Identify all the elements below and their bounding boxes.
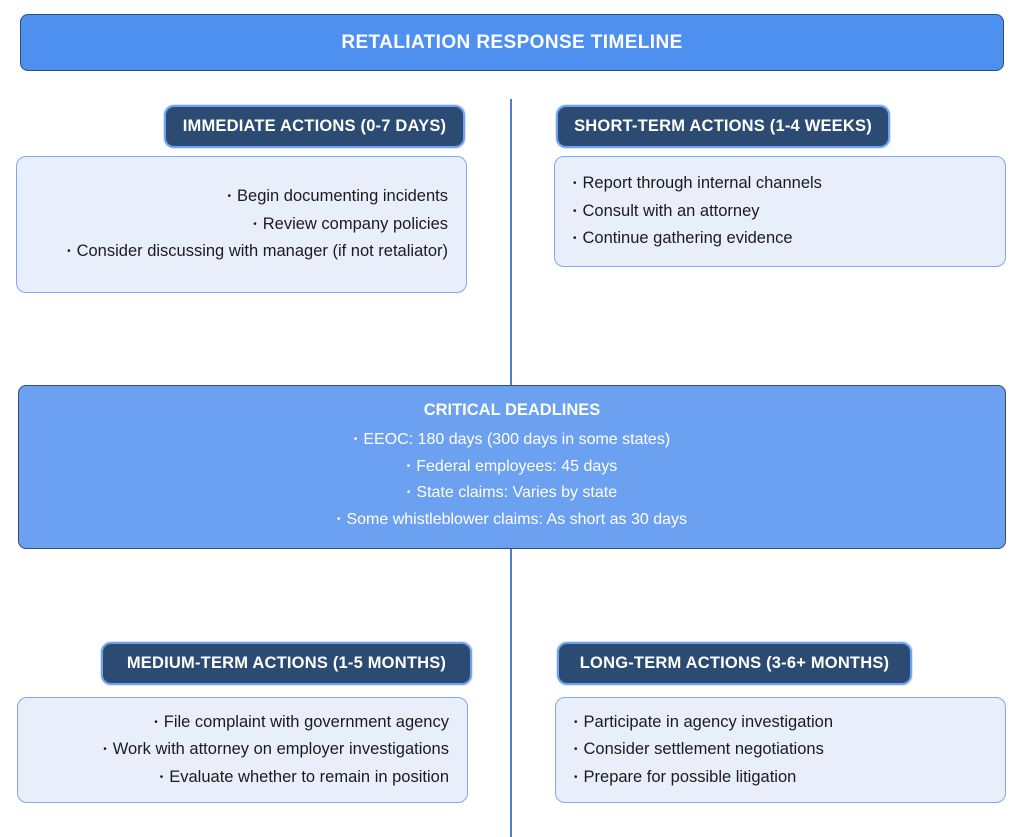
long-term-actions-header: LONG-TERM ACTIONS (3-6+ MONTHS)	[557, 642, 912, 685]
bullet-item: EEOC: 180 days (300 days in some states)	[354, 427, 670, 454]
bullet-item: State claims: Varies by state	[407, 480, 617, 507]
bullet-item: Some whistleblower claims: As short as 3…	[337, 507, 687, 534]
bullet-item: File complaint with government agency	[36, 709, 449, 737]
bullet-item: Consider settlement negotiations	[574, 736, 987, 764]
critical-deadlines-title: CRITICAL DEADLINES	[423, 401, 601, 419]
medium-term-actions-header: MEDIUM-TERM ACTIONS (1-5 MONTHS)	[101, 642, 472, 685]
bullet-item: Begin documenting incidents	[35, 183, 448, 211]
bullet-item: Continue gathering evidence	[573, 225, 987, 253]
bullet-item: Federal employees: 45 days	[407, 454, 617, 481]
long-term-actions-box: Participate in agency investigation Cons…	[555, 697, 1006, 803]
bullet-item: Participate in agency investigation	[574, 709, 987, 737]
medium-term-actions-box: File complaint with government agency Wo…	[17, 697, 468, 803]
short-term-actions-box: Report through internal channels Consult…	[554, 156, 1006, 267]
title-banner: RETALIATION RESPONSE TIMELINE	[20, 14, 1004, 71]
critical-deadlines-box: CRITICAL DEADLINES EEOC: 180 days (300 d…	[18, 385, 1006, 549]
short-term-actions-header: SHORT-TERM ACTIONS (1-4 WEEKS)	[556, 105, 890, 148]
bullet-item: Evaluate whether to remain in position	[36, 764, 449, 792]
immediate-actions-header-label: IMMEDIATE ACTIONS (0-7 DAYS)	[182, 117, 447, 135]
bullet-item: Report through internal channels	[573, 170, 987, 198]
bullet-item: Work with attorney on employer investiga…	[36, 736, 449, 764]
medium-term-actions-header-label: MEDIUM-TERM ACTIONS (1-5 MONTHS)	[126, 654, 447, 672]
bullet-item: Prepare for possible litigation	[574, 764, 987, 792]
immediate-actions-box: Begin documenting incidents Review compa…	[16, 156, 467, 293]
page-title: RETALIATION RESPONSE TIMELINE	[341, 31, 683, 53]
immediate-actions-header: IMMEDIATE ACTIONS (0-7 DAYS)	[164, 105, 465, 148]
bullet-item: Consider discussing with manager (if not…	[35, 238, 448, 266]
bullet-item: Consult with an attorney	[573, 198, 987, 226]
long-term-actions-header-label: LONG-TERM ACTIONS (3-6+ MONTHS)	[579, 654, 890, 672]
bullet-item: Review company policies	[35, 211, 448, 239]
short-term-actions-header-label: SHORT-TERM ACTIONS (1-4 WEEKS)	[574, 117, 872, 135]
